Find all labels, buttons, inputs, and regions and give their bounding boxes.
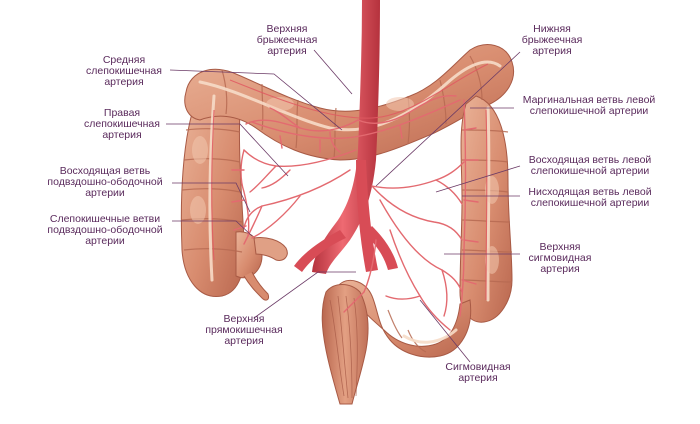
label-ima: Нижняя брыжеечная артерия — [521, 23, 583, 57]
iliac-left — [294, 230, 346, 272]
large-intestine — [180, 44, 514, 405]
leader-ileocolic-ascending — [172, 182, 251, 213]
leader-right-colic — [166, 123, 289, 177]
leader-sma — [313, 49, 353, 95]
label-sma: Верхняя брыжеечная артерия — [256, 23, 318, 57]
arterial-supply — [211, 0, 489, 331]
label-middle-colic: Средняя слепокишечная артерия — [86, 54, 162, 88]
leader-sigmoid — [419, 299, 471, 363]
label-sigmoid: Сигмовидная артерия — [445, 361, 511, 384]
leader-ascending-left — [435, 165, 521, 193]
leader-lines — [166, 49, 521, 363]
rectum — [321, 284, 369, 405]
leader-ima — [375, 51, 521, 187]
transverse-colon — [184, 44, 514, 161]
sigmoid-colon — [335, 280, 472, 358]
label-descending-left: Нисходящая ветвь левой слепокишечной арт… — [528, 186, 652, 209]
label-ascending-left: Восходящая ветвь левой слепокишечной арт… — [528, 154, 652, 177]
label-superior-sigmoid: Верхняя сигмовидная артерия — [528, 241, 592, 275]
label-superior-rectal: Верхняя прямокишечная артерия — [205, 313, 283, 347]
label-cecal-branches: Слепокишечные ветви подвздошно-ободочной… — [47, 213, 163, 247]
leader-cecal — [172, 220, 253, 237]
label-ileocolic-ascending: Восходящая ветвь подвздошно-ободочной ар… — [47, 165, 163, 199]
descending-colon — [459, 95, 513, 323]
label-right-colic: Правая слепокишечная артерия — [84, 107, 160, 141]
leader-superior-rectal — [253, 271, 356, 319]
aorta-lower — [356, 160, 378, 272]
ileum-stub — [253, 237, 288, 261]
appendix — [243, 271, 269, 301]
label-marginal-left: Маргинальная ветвь левой слепокишечной а… — [522, 94, 656, 117]
leader-middle-colic — [169, 69, 343, 131]
iliac-right — [364, 226, 398, 270]
